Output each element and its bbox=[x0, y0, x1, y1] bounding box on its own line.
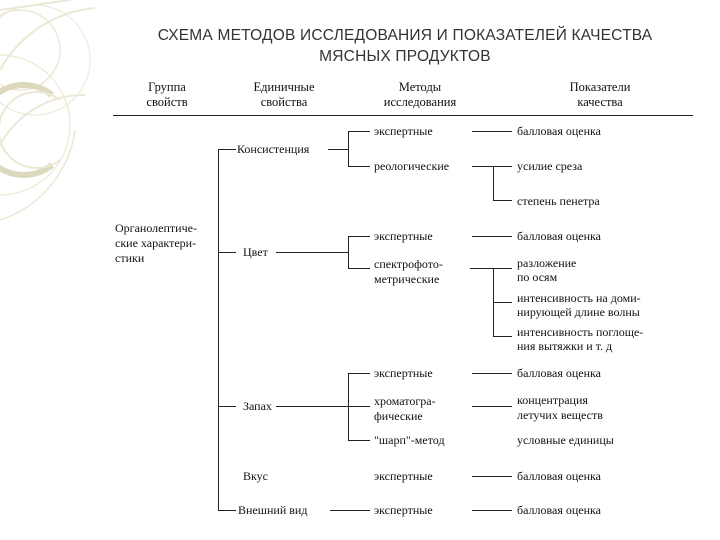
header-single-line-2: свойства bbox=[260, 95, 308, 109]
method-sharp: "шарп"-метод bbox=[374, 433, 445, 447]
header-indicators: Показатели качества bbox=[550, 80, 650, 110]
method-taste-expert: экспертные bbox=[374, 469, 433, 483]
header-group-line-2: свойств bbox=[146, 95, 188, 109]
group-line-3: стики bbox=[115, 251, 145, 265]
property-taste: Вкус bbox=[243, 469, 268, 483]
header-methods: Методы исследования bbox=[365, 80, 475, 110]
indicator-consistency-score: балловая оценка bbox=[517, 124, 602, 138]
header-group-line-1: Группа bbox=[148, 80, 186, 94]
property-color: Цвет bbox=[243, 245, 268, 259]
page-title-line-1: СХЕМА МЕТОДОВ ИССЛЕДОВАНИЯ И ПОКАЗАТЕЛЕЙ… bbox=[157, 27, 653, 44]
header-single-properties: Единичные свойства bbox=[232, 80, 336, 110]
property-consistency: Консистенция bbox=[237, 142, 310, 156]
indicator-volatile-line-1: концентрация bbox=[517, 393, 588, 407]
property-appearance: Внешний вид bbox=[238, 503, 308, 517]
method-consistency-expert: экспертные bbox=[374, 124, 433, 138]
group-line-1: Органолептиче- bbox=[115, 221, 197, 235]
indicator-smell-score: балловая оценка bbox=[517, 366, 602, 380]
method-spectro-line-1: спектрофото- bbox=[374, 257, 443, 271]
indicator-intensity-dominant-line-1: интенсивность на доми- bbox=[517, 291, 641, 305]
indicator-decomposition: разложение по осям bbox=[517, 256, 576, 284]
method-chromatographic: хроматогра- фические bbox=[374, 394, 436, 424]
indicator-intensity-absorption-line-1: интенсивность поглоще- bbox=[517, 325, 644, 339]
method-color-expert: экспертные bbox=[374, 229, 433, 243]
indicator-volatile-line-2: летучих веществ bbox=[517, 408, 603, 422]
page-title-line-2: МЯСНЫХ ПРОДУКТОВ bbox=[319, 48, 491, 65]
indicator-intensity-absorption: интенсивность поглоще- ния вытяжки и т. … bbox=[517, 325, 643, 353]
indicator-shear-force: усилие среза bbox=[517, 159, 583, 173]
indicator-decomposition-line-1: разложение bbox=[517, 256, 577, 270]
indicator-decomposition-line-2: по осям bbox=[517, 270, 558, 284]
indicator-penetration: степень пенетра bbox=[517, 194, 600, 208]
method-appearance-expert: экспертные bbox=[374, 503, 433, 517]
indicator-intensity-dominant: интенсивность на доми- нирующей длине во… bbox=[517, 291, 641, 319]
indicator-volatile: концентрация летучих веществ bbox=[517, 393, 603, 423]
indicator-intensity-absorption-line-2: ния вытяжки и т. д bbox=[517, 339, 613, 353]
method-spectrophotometric: спектрофото- метрические bbox=[374, 257, 443, 287]
method-chromato-line-1: хроматогра- bbox=[374, 394, 436, 408]
header-single-line-1: Единичные bbox=[253, 80, 315, 94]
indicator-taste-score: балловая оценка bbox=[517, 469, 602, 483]
indicator-appearance-score: балловая оценка bbox=[517, 503, 602, 517]
indicator-units: условные единицы bbox=[517, 433, 614, 447]
group-line-2: ские характери- bbox=[115, 236, 197, 250]
method-chromato-line-2: фические bbox=[374, 409, 423, 423]
method-spectro-line-2: метрические bbox=[374, 272, 440, 286]
method-rheological: реологические bbox=[374, 159, 450, 173]
indicator-color-score: балловая оценка bbox=[517, 229, 602, 243]
header-methods-line-2: исследования bbox=[383, 95, 457, 109]
property-smell: Запах bbox=[243, 399, 272, 413]
group-organoleptic: Органолептиче- ские характери- стики bbox=[115, 221, 197, 266]
method-smell-expert: экспертные bbox=[374, 366, 433, 380]
header-methods-line-1: Методы bbox=[398, 80, 442, 94]
header-indicators-line-1: Показатели bbox=[569, 80, 631, 94]
indicator-intensity-dominant-line-2: нирующей длине волны bbox=[517, 305, 640, 319]
header-indicators-line-2: качества bbox=[577, 95, 623, 109]
header-group: Группа свойств bbox=[128, 80, 206, 110]
